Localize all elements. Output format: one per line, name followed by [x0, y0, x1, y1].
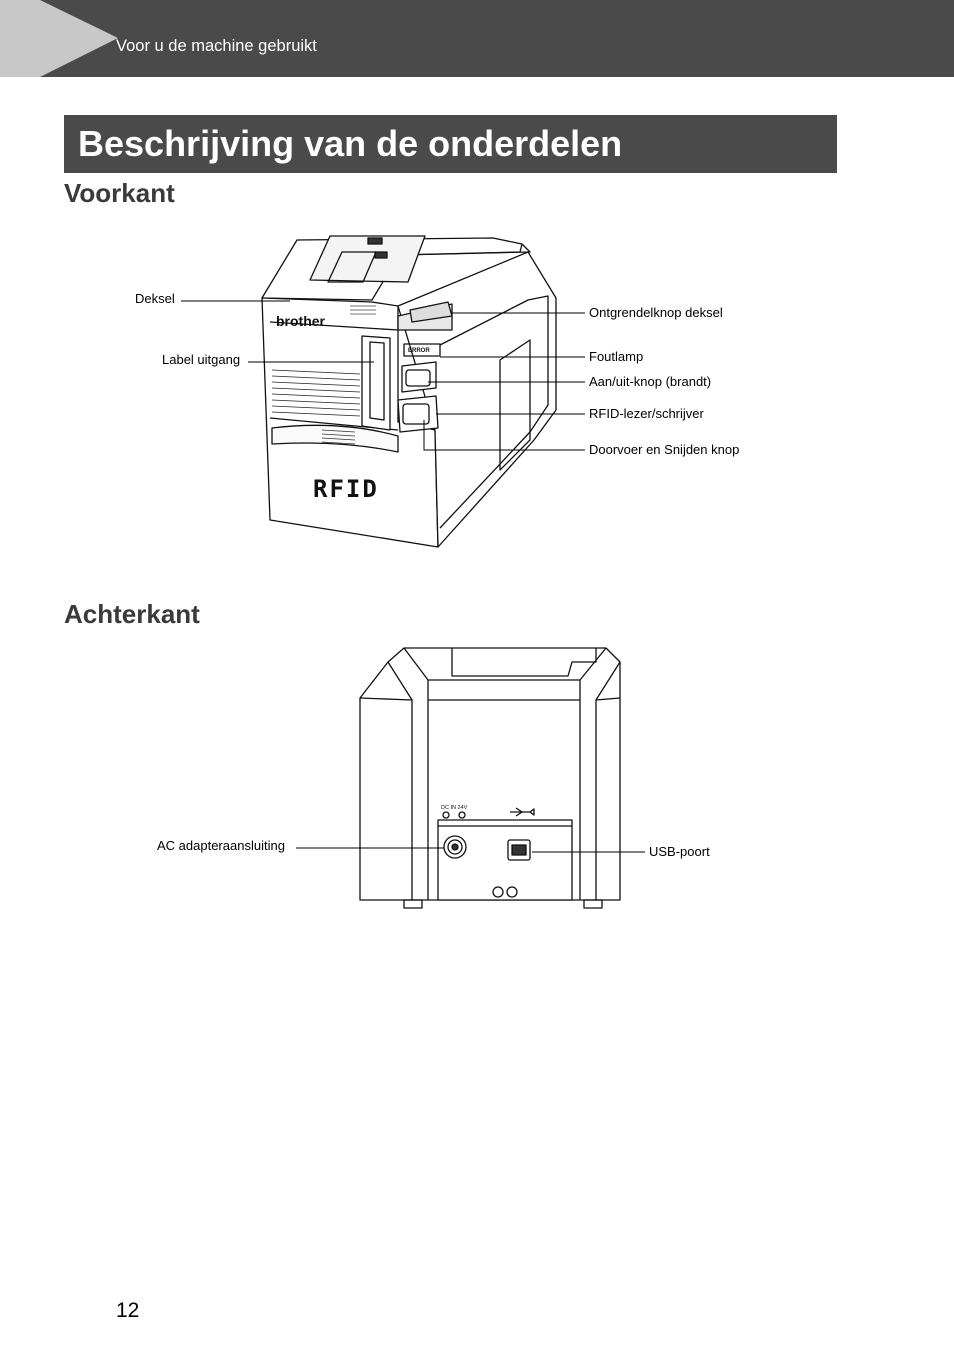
callout-doorvoer-knop: Doorvoer en Snijden knop [589, 442, 740, 457]
callout-usb-poort: USB-poort [649, 844, 710, 859]
page-title: Beschrijving van de onderdelen [78, 123, 623, 164]
brand-logo: brother [276, 313, 326, 329]
header-bar: Voor u de machine gebruikt [0, 0, 954, 77]
callout-aan-uit-knop: Aan/uit-knop (brandt) [589, 374, 712, 389]
callout-rfid-lezer: RFID-lezer/schrijver [589, 406, 704, 421]
back-heading: Achterkant [64, 599, 200, 629]
dc-in-label: DC IN 24V [441, 805, 468, 811]
callout-foutlamp: Foutlamp [589, 349, 644, 364]
section-title: Voor u de machine gebruikt [116, 37, 317, 55]
callout-deksel: Deksel [135, 291, 175, 306]
rfid-logo: RFID [313, 475, 379, 503]
page-title-box: Beschrijving van de onderdelen [64, 115, 837, 173]
header-tab-arrow [40, 0, 118, 77]
front-heading: Voorkant [64, 178, 175, 208]
callout-ontgrendelknop: Ontgrendelknop deksel [589, 305, 723, 320]
page-number: 12 [116, 1299, 140, 1322]
header-tab [0, 0, 40, 77]
callout-label-uitgang: Label uitgang [162, 352, 241, 367]
error-label: ERROR [408, 348, 430, 354]
callout-ac-adapter: AC adapteraansluiting [157, 838, 285, 853]
